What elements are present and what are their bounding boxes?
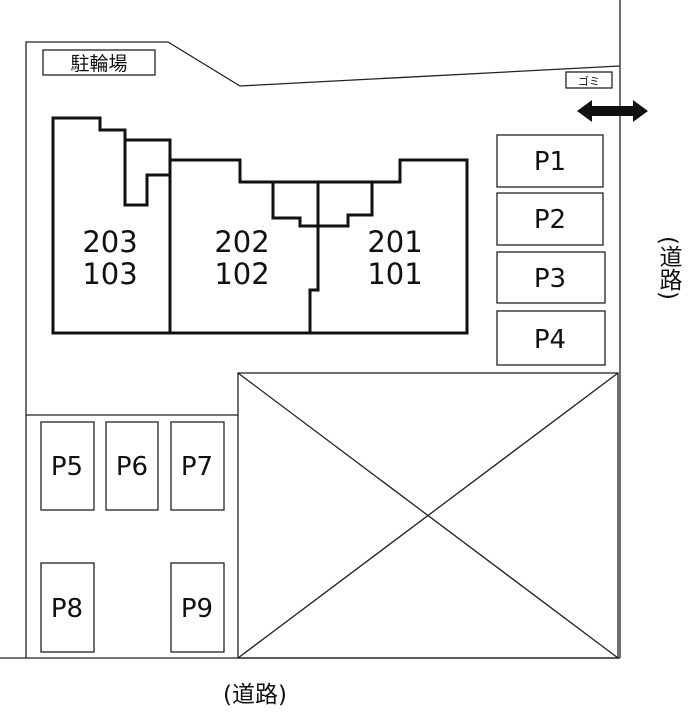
site-boundary (25, 41, 621, 658)
garbage-area: ゴミ (565, 71, 613, 89)
unit-label-lower: 103 (82, 257, 137, 291)
svg-text:駐輪場: 駐輪場 (70, 53, 127, 75)
svg-text:P8: P8 (51, 594, 83, 624)
parking-space: P4 (496, 310, 606, 366)
svg-text:P5: P5 (51, 452, 83, 482)
parking-space: P7 (170, 421, 225, 511)
unit-label-lower: 101 (367, 257, 422, 291)
parking-space: P9 (170, 562, 225, 653)
vacant-lot (237, 372, 619, 659)
unit-label-lower: 102 (214, 257, 269, 291)
parking-space: P6 (105, 421, 159, 511)
road-label-bottom: (道路) (223, 682, 287, 708)
parking-space: P1 (496, 134, 604, 188)
svg-text:ゴミ: ゴミ (578, 74, 600, 88)
svg-text:P7: P7 (181, 452, 213, 482)
svg-text:P3: P3 (534, 264, 566, 294)
entrance-arrow-icon (577, 100, 648, 122)
svg-text:P2: P2 (534, 205, 566, 235)
parking-space: P8 (40, 562, 95, 653)
svg-text:P9: P9 (181, 594, 213, 624)
parking-space: P2 (496, 192, 604, 246)
unit-label-upper: 202 (214, 225, 269, 259)
svg-text:P6: P6 (116, 452, 148, 482)
parking-space: P5 (40, 421, 95, 511)
parking-space: P3 (496, 251, 606, 304)
bicycle-parking-label: 駐輪場 (42, 49, 156, 76)
apartment-building (51, 116, 469, 335)
road-label-right: (道路) (655, 236, 683, 300)
unit-label-upper: 203 (82, 225, 137, 259)
unit-label-upper: 201 (367, 225, 422, 259)
svg-text:P1: P1 (534, 147, 566, 177)
svg-text:P4: P4 (534, 325, 566, 355)
